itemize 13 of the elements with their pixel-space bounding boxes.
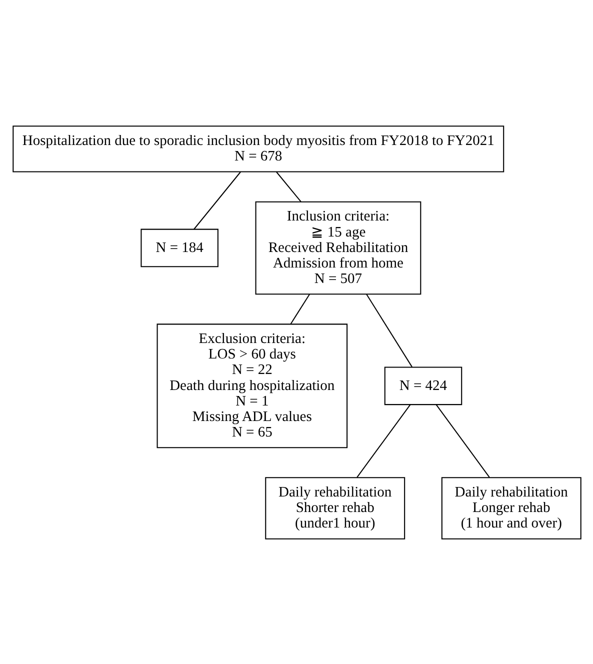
connector xyxy=(366,293,412,367)
node-box: N = 184 xyxy=(140,228,218,267)
connector xyxy=(193,171,240,230)
node-box: Exclusion criteria: LOS > 60 days N = 22 Death during hospitalization N = 1 Missing ADL values N = 65 xyxy=(156,323,348,448)
connector xyxy=(356,404,410,478)
node-box: Hospitalization due to sporadic inclusion body myositis from FY2018 to FY2021 N = 678 xyxy=(12,125,504,172)
connector xyxy=(290,293,310,324)
node-box: Inclusion criteria: ≧ 15 age Received Rehabilitation Admission from home N = 507 xyxy=(254,200,421,294)
node-box: Daily rehabilitation Longer rehab (1 hour and over) xyxy=(440,476,581,539)
connector xyxy=(435,404,490,478)
node-box: N = 424 xyxy=(384,366,462,405)
connector xyxy=(276,171,301,202)
node-box: Daily rehabilitation Shorter rehab (under1 hour) xyxy=(264,476,405,539)
